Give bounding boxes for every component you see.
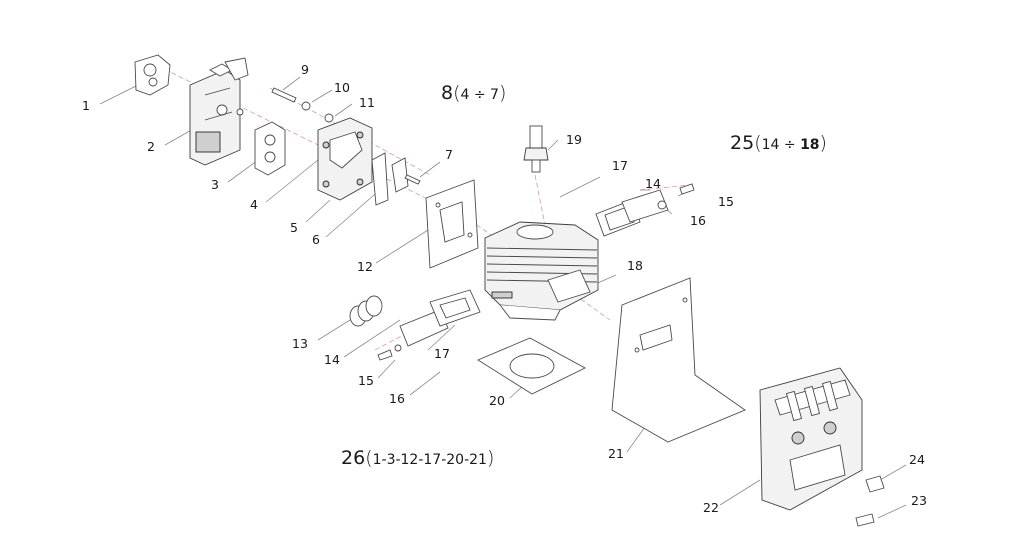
group-label-8: 8(4 ÷ 7) [441, 84, 506, 103]
callout-11: 11 [359, 95, 375, 110]
group-26-open: ( [365, 447, 373, 469]
callout-12: 12 [357, 259, 373, 274]
part-13-spring [349, 295, 383, 327]
callout-18: 18 [627, 258, 643, 273]
part-2-carburetor [189, 57, 249, 166]
part-19-spark-plug [523, 125, 549, 173]
group-25-members-b: 18 [800, 137, 820, 153]
callout-14-lower: 14 [324, 352, 340, 367]
callout-13: 13 [292, 336, 308, 351]
part-6-bracket [371, 152, 409, 206]
part-3-gasket [254, 121, 286, 176]
callout-15-lower: 15 [358, 373, 374, 388]
callout-2: 2 [147, 139, 155, 154]
part-22-muffler [759, 367, 863, 511]
group-25-members-a: 14 ÷ [761, 137, 801, 153]
part-21-heat-shield [611, 277, 746, 443]
group-8-members: 4 ÷ 7 [460, 87, 499, 103]
callout-20: 20 [489, 393, 505, 408]
callout-7: 7 [445, 147, 453, 162]
group-25-open: ( [754, 132, 762, 154]
callout-16-lower: 16 [389, 391, 405, 406]
parts-14-17-upper-flange [595, 183, 695, 237]
callout-17-lower: 17 [434, 346, 450, 361]
callout-22: 22 [703, 500, 719, 515]
callout-19: 19 [566, 132, 582, 147]
group-26-number: 26 [341, 447, 366, 469]
callout-23: 23 [911, 493, 927, 508]
group-8-close: ) [498, 82, 507, 104]
group-8-number: 8 [441, 82, 454, 104]
part-7-bolt [404, 174, 421, 185]
part-12-plate [425, 179, 479, 269]
parts-23-24-bolts [855, 475, 885, 527]
group-25-number: 25 [730, 132, 755, 154]
group-label-25: 25(14 ÷ 18) [730, 134, 827, 153]
callout-21: 21 [608, 446, 624, 461]
callout-17-upper: 17 [612, 158, 628, 173]
group-26-members: 1-3-12-17-20-21 [372, 452, 487, 468]
callout-1: 1 [82, 98, 90, 113]
group-8-open: ( [453, 82, 461, 104]
callout-6: 6 [312, 232, 320, 247]
group-25-close: ) [819, 132, 827, 154]
part-20-base-gasket [477, 337, 586, 395]
parts-9-10-11-fasteners [271, 87, 334, 123]
part-1-gasket [134, 54, 171, 96]
callout-16-upper: 16 [690, 213, 706, 228]
callout-9: 9 [301, 62, 309, 77]
callout-14-upper: 14 [645, 176, 661, 191]
callout-5: 5 [290, 220, 298, 235]
part-4-intake-manifold [317, 117, 373, 201]
part-18-cylinder [484, 221, 599, 321]
callout-15-upper: 15 [718, 194, 734, 209]
group-26-close: ) [486, 447, 495, 469]
callout-24: 24 [909, 452, 925, 467]
callout-3: 3 [211, 177, 219, 192]
parts-14-17-lower-flange [377, 289, 481, 361]
callout-10: 10 [334, 80, 350, 95]
callout-4: 4 [250, 197, 258, 212]
group-label-26: 26(1-3-12-17-20-21) [341, 449, 494, 468]
